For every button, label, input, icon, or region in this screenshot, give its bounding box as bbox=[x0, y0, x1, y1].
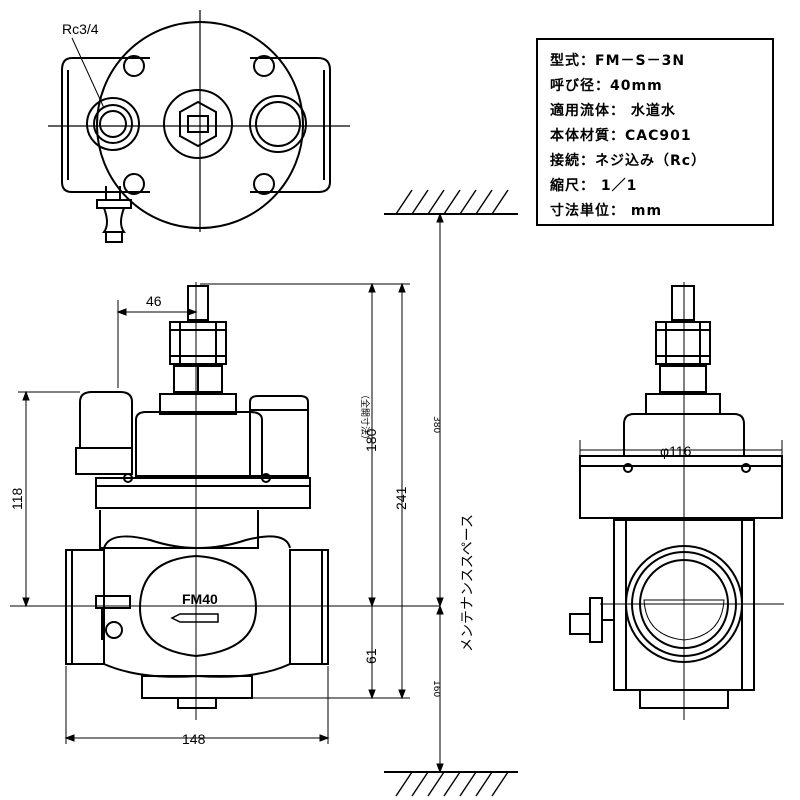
spec-key: 適用流体 bbox=[550, 103, 625, 119]
full-open-note: （全開寸法） bbox=[359, 390, 371, 444]
spec-key: 寸法単位 bbox=[550, 203, 625, 219]
dim-148: 148 bbox=[182, 731, 206, 747]
spec-key: 本体材質 bbox=[550, 128, 625, 144]
spec-row-unit: 寸法単位 mm bbox=[550, 200, 662, 220]
dim-241: 241 bbox=[393, 486, 409, 510]
spec-value: ネジ込み（Rc） bbox=[595, 153, 707, 169]
dim-phi116: φ116 bbox=[660, 443, 692, 459]
spec-key: 縮尺 bbox=[550, 178, 595, 194]
top-view bbox=[48, 10, 350, 243]
body-mark: FM40 bbox=[182, 591, 218, 607]
side-view bbox=[569, 282, 784, 720]
dim-61: 61 bbox=[363, 648, 379, 664]
dim-180: 180 bbox=[363, 428, 379, 452]
spec-value: mm bbox=[625, 203, 663, 219]
spec-value: CAC901 bbox=[625, 128, 692, 144]
spec-value: 1／1 bbox=[595, 178, 638, 194]
spec-value: 40mm bbox=[610, 78, 663, 94]
dim-46: 46 bbox=[146, 293, 162, 309]
spec-value: 水道水 bbox=[625, 103, 676, 119]
front-view bbox=[10, 282, 440, 720]
wall-hatch-top bbox=[384, 189, 518, 215]
spec-row-scale: 縮尺 1／1 bbox=[550, 175, 637, 195]
wall-hatch-bottom bbox=[384, 771, 518, 797]
dim-160: 160 bbox=[431, 680, 441, 697]
spec-key: 接続 bbox=[550, 153, 595, 169]
spec-key: 呼び径 bbox=[550, 78, 610, 94]
front-dimensions bbox=[18, 212, 444, 774]
spec-row-fluid: 適用流体 水道水 bbox=[550, 100, 676, 120]
dim-118: 118 bbox=[9, 487, 25, 510]
spec-value: FM－S－3N bbox=[595, 53, 686, 69]
spec-row-material: 本体材質CAC901 bbox=[550, 125, 692, 145]
spec-row-model: 型式FM－S－3N bbox=[550, 50, 685, 70]
spec-row-connection: 接続ネジ込み（Rc） bbox=[550, 150, 706, 170]
spec-row-size: 呼び径40mm bbox=[550, 75, 663, 95]
spec-key: 型式 bbox=[550, 53, 595, 69]
maintenance-space-label: メンテナンススペース bbox=[459, 514, 475, 652]
thread-label: Rc3/4 bbox=[62, 21, 99, 37]
dim-380: 380 bbox=[431, 416, 441, 433]
spec-table: 型式FM－S－3N 呼び径40mm 適用流体 水道水 本体材質CAC901 接続… bbox=[536, 38, 774, 226]
